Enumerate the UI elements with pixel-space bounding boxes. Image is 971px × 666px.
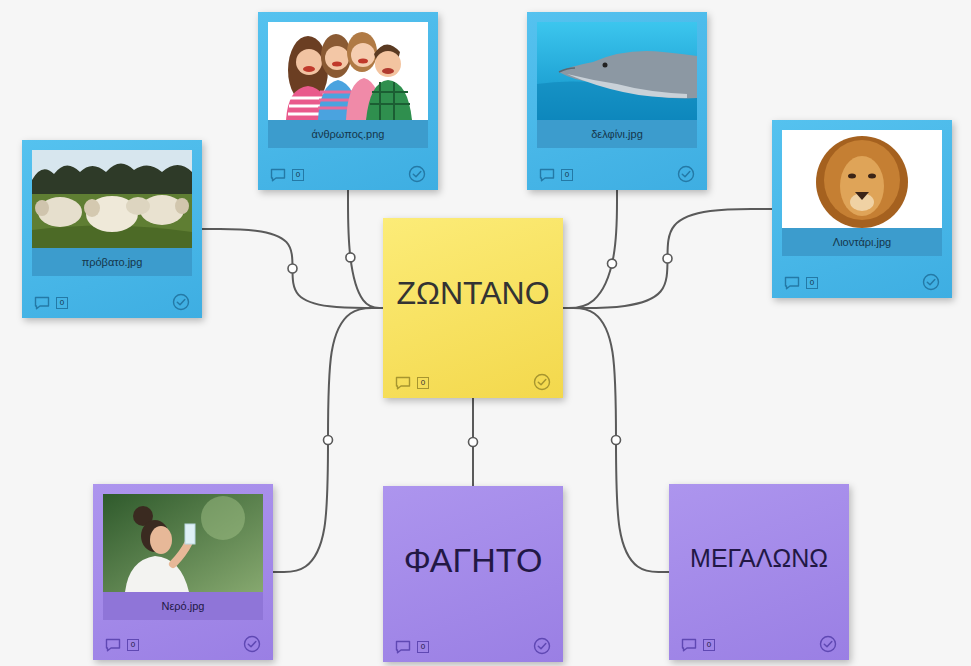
- comment-counter: 0: [127, 639, 139, 651]
- sticky-note: ΦΑΓΗΤΟ 0: [383, 486, 563, 662]
- branch-handle: [469, 438, 478, 447]
- card-picture: [103, 494, 263, 592]
- file-name-band: δελφίνι.jpg: [537, 120, 697, 148]
- check-icon: [408, 165, 426, 183]
- mind-map-branch: [348, 190, 383, 308]
- central-note: ΖΩΝΤΑΝΟ 0: [383, 218, 563, 398]
- card-picture: [782, 130, 942, 228]
- note-title: ΦΑΓΗΤΟ: [404, 541, 543, 580]
- note-title: ΖΩΝΤΑΝΟ: [396, 275, 549, 312]
- file-name: δελφίνι.jpg: [591, 128, 643, 140]
- comment-counter: 0: [703, 639, 715, 651]
- mind-map-branch: [563, 308, 669, 572]
- card-picture: [268, 22, 428, 120]
- branch-handle: [663, 254, 672, 263]
- file-name-band: άνθρωπος.png: [268, 120, 428, 148]
- comment-count: 0: [421, 379, 425, 387]
- branch-handle: [607, 259, 616, 268]
- comment-count: 0: [565, 171, 569, 179]
- comment-counter: 0: [806, 277, 818, 289]
- mind-map-branch: [202, 229, 383, 308]
- check-icon: [819, 635, 837, 653]
- note-body: ΦΑΓΗΤΟ: [383, 486, 563, 634]
- image-card: άνθρωπος.png 0: [258, 12, 438, 190]
- check-icon: [677, 165, 695, 183]
- image-card: Λιοντάρι.jpg 0: [772, 120, 952, 298]
- comment-counter: 0: [56, 297, 68, 309]
- comment-counter: 0: [417, 641, 429, 653]
- file-name: Λιοντάρι.jpg: [833, 236, 891, 248]
- note-body: ΜΕΓΑΛΩΝΩ: [669, 484, 849, 632]
- comment-counter: 0: [561, 169, 573, 181]
- file-name: άνθρωπος.png: [312, 128, 385, 140]
- file-name: πρόβατο.jpg: [82, 256, 143, 268]
- comment-icon: [539, 168, 555, 182]
- comment-count: 0: [421, 643, 425, 651]
- sticky-note: ΜΕΓΑΛΩΝΩ 0: [669, 484, 849, 660]
- image-card: πρόβατο.jpg 0: [22, 140, 202, 318]
- file-name-band: Λιοντάρι.jpg: [782, 228, 942, 256]
- check-icon: [533, 637, 551, 655]
- check-icon: [533, 373, 551, 391]
- branch-handle: [324, 436, 333, 445]
- file-name-band: πρόβατο.jpg: [32, 248, 192, 276]
- note-body: ΖΩΝΤΑΝΟ: [383, 218, 563, 368]
- check-icon: [172, 293, 190, 311]
- branch-handle: [346, 253, 355, 262]
- comment-counter: 0: [417, 377, 429, 389]
- comment-icon: [270, 168, 286, 182]
- comment-count: 0: [296, 171, 300, 179]
- comment-icon: [681, 638, 697, 652]
- comment-icon: [784, 276, 800, 290]
- comment-icon: [105, 638, 121, 652]
- check-icon: [243, 635, 261, 653]
- comment-icon: [395, 640, 411, 654]
- image-card: δελφίνι.jpg 0: [527, 12, 707, 190]
- branch-handle: [288, 264, 297, 273]
- mind-map-branch: [563, 209, 772, 308]
- comment-icon: [395, 376, 411, 390]
- comment-icon: [34, 296, 50, 310]
- comment-count: 0: [131, 641, 135, 649]
- comment-counter: 0: [292, 169, 304, 181]
- check-icon: [922, 273, 940, 291]
- card-picture: [537, 22, 697, 120]
- comment-count: 0: [810, 279, 814, 287]
- file-name-band: Νερό.jpg: [103, 592, 263, 620]
- comment-count: 0: [707, 641, 711, 649]
- branch-handle: [612, 436, 621, 445]
- note-title: ΜΕΓΑΛΩΝΩ: [690, 544, 828, 573]
- mind-map-branch: [563, 190, 617, 308]
- card-picture: [32, 150, 192, 248]
- comment-count: 0: [60, 299, 64, 307]
- mind-map-branch: [273, 308, 383, 572]
- file-name: Νερό.jpg: [162, 600, 205, 612]
- image-card: Νερό.jpg 0: [93, 484, 273, 660]
